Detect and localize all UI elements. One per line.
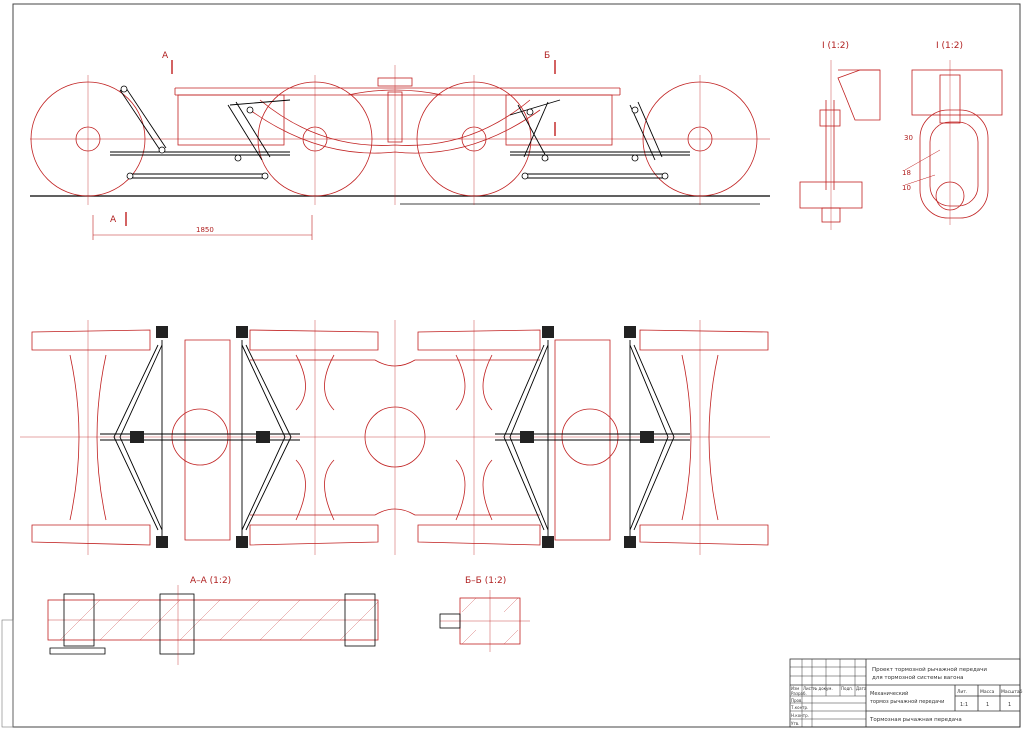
- title-block-mid-2: тормоз рычажной передачи: [870, 698, 944, 705]
- title-block-val-3: 1: [1008, 702, 1011, 708]
- title-block-head-col: Подп.: [841, 686, 853, 691]
- section-marker-b-top: Б: [544, 51, 550, 61]
- detail-views: [799, 60, 1003, 230]
- title-block-head-col: Дата: [856, 686, 867, 691]
- plan-view: [20, 320, 770, 555]
- title-block-val-2: 1: [986, 702, 989, 708]
- title-block-row: Утв.: [791, 721, 799, 726]
- detail-dimension-2: 18: [902, 169, 911, 177]
- title-block-head-col: Изм: [791, 686, 799, 691]
- title-block-row: Разраб.: [791, 691, 807, 696]
- title-block-line-2: для тормозной системы вагона: [872, 674, 963, 681]
- title-block-col-lit: Лит.: [957, 689, 967, 695]
- bogie-frame-left: [177, 94, 285, 146]
- title-block-head-col: Лист: [803, 686, 814, 691]
- title-block-mid-1: Механический: [870, 690, 908, 697]
- section-b-b-title: Б–Б (1:2): [465, 576, 506, 586]
- section-marker-a-bottom: А: [110, 215, 117, 225]
- title-block-col-mass: Масса: [980, 689, 995, 695]
- bogie-frame-right: [505, 94, 613, 146]
- section-marker-a-top: А: [162, 51, 169, 61]
- detail-view-title-1: I (1:2): [822, 41, 849, 51]
- title-block-row: Н.контр.: [791, 713, 809, 718]
- section-a-a-title: А–А (1:2): [190, 576, 231, 586]
- center-pivot-plan: [364, 406, 426, 468]
- detail-dimension-1: 30: [904, 134, 913, 142]
- title-block-val-1: 1:1: [960, 702, 968, 708]
- sheet-border: [12, 3, 1021, 728]
- title-block: [789, 658, 1021, 728]
- detail-view-title-2: I (1:2): [936, 41, 963, 51]
- detail-dimension-3: 10: [902, 184, 911, 192]
- title-block-row: Т.контр.: [790, 705, 808, 710]
- left-binding-strip: [1, 619, 14, 728]
- title-block-bottom: Тормозная рычажная передача: [869, 717, 962, 723]
- title-block-line-1: Проект тормозной рычажной передачи: [872, 666, 987, 673]
- title-block-row: Пров.: [791, 698, 803, 703]
- section-b-b: [439, 590, 530, 652]
- dimension-1850: 1850: [196, 226, 214, 234]
- title-block-head-col: № докум.: [813, 686, 833, 691]
- title-block-col-scale: Масштаб: [1001, 689, 1023, 695]
- section-a-a: [47, 585, 379, 665]
- side-view: [30, 60, 770, 240]
